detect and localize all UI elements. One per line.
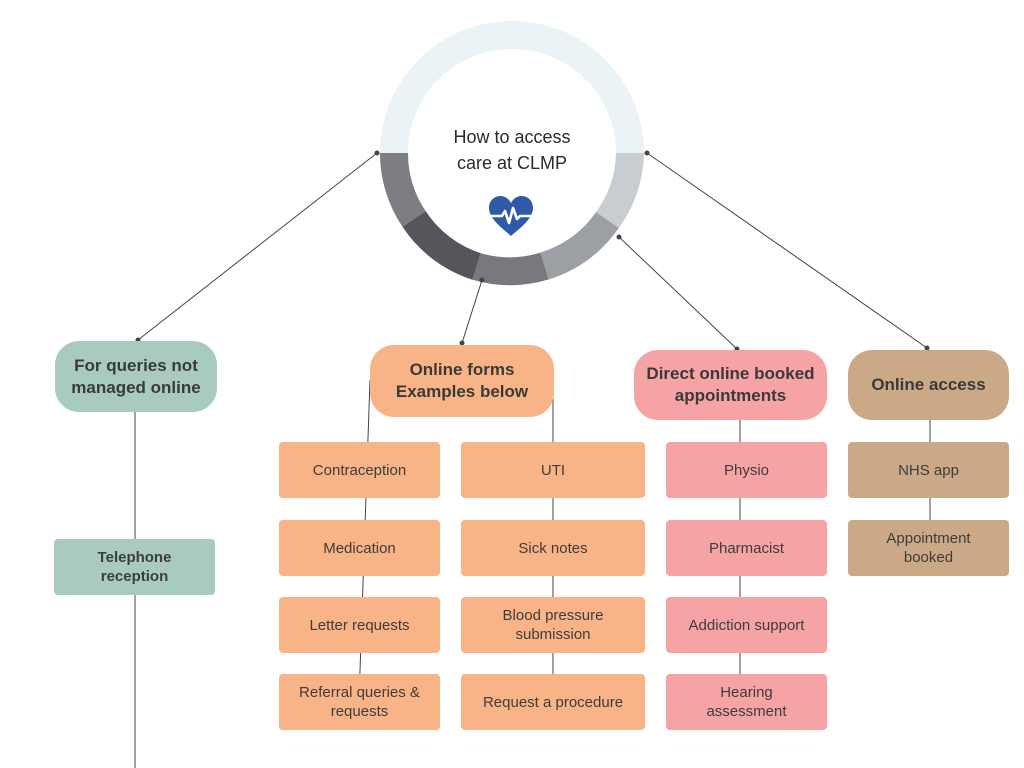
item-physio: Physio <box>666 442 827 498</box>
heart-pulse-icon <box>488 196 534 236</box>
header-direct-booking: Direct online booked appointments <box>634 350 827 420</box>
header-online-forms: Online forms Examples below <box>370 345 554 417</box>
item-nhs-app: NHS app <box>848 442 1009 498</box>
item-uti: UTI <box>461 442 645 498</box>
dot <box>644 150 650 156</box>
item-referral-queries: Referral queries & requests <box>279 674 440 730</box>
item-blood-pressure: Blood pressure submission <box>461 597 645 653</box>
connector-online-access <box>646 152 928 349</box>
ring-top-segment <box>380 21 644 153</box>
ring-segment-4 <box>540 212 619 280</box>
center-ring <box>380 21 644 286</box>
connector-online-forms <box>461 279 483 344</box>
item-hearing-assessment: Hearing assessment <box>666 674 827 730</box>
connector-direct-booking <box>618 236 738 350</box>
ring-segment-2 <box>402 211 481 280</box>
header-online-access: Online access <box>848 350 1009 420</box>
item-contraception: Contraception <box>279 442 440 498</box>
ring-segment-5 <box>596 153 644 228</box>
connector-telephone <box>137 152 378 341</box>
connector-dots <box>135 150 930 352</box>
dot <box>374 150 380 156</box>
dot <box>616 234 622 240</box>
item-telephone-reception: Telephone reception <box>54 539 215 595</box>
item-pharmacist: Pharmacist <box>666 520 827 576</box>
item-sick-notes: Sick notes <box>461 520 645 576</box>
item-letter-requests: Letter requests <box>279 597 440 653</box>
item-request-procedure: Request a procedure <box>461 674 645 730</box>
dot <box>459 340 465 346</box>
dot <box>479 277 485 283</box>
dot <box>924 345 930 351</box>
item-appointment-booked: Appointment booked <box>848 520 1009 576</box>
center-title: How to access care at CLMP <box>453 127 571 173</box>
ring-segment-1 <box>380 153 426 227</box>
item-addiction-support: Addiction support <box>666 597 827 653</box>
ring-segment-3 <box>472 252 549 286</box>
item-medication: Medication <box>279 520 440 576</box>
header-queries-not-online: For queries not managed online <box>55 341 217 412</box>
